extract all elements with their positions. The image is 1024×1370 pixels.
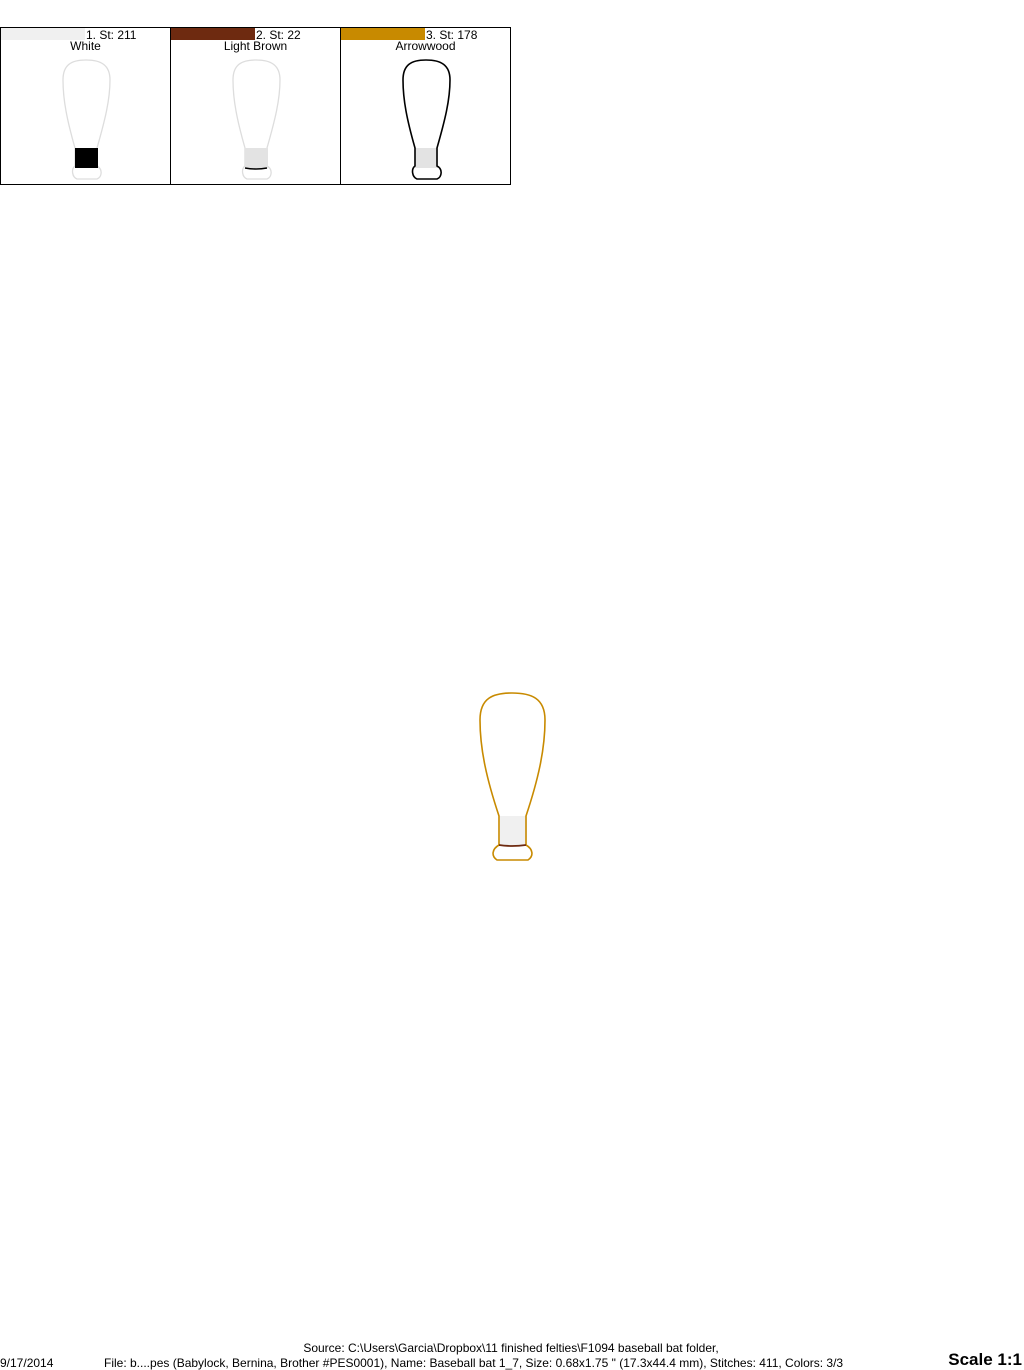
color-name: Light Brown: [223, 39, 288, 53]
thumbnail-arrowwood-step: [402, 59, 451, 180]
color-bar-white: [1, 28, 85, 40]
stitch-label: 3. St: 178: [426, 28, 478, 42]
color-swatch-strip: 1. St: 211 White 2. St: 22 Light Brown 3…: [0, 27, 511, 185]
swatch-arrowwood: 3. St: 178 Arrowwood: [340, 27, 511, 185]
color-name: White: [70, 39, 101, 53]
thumbnail-light-brown-step: [232, 59, 281, 180]
footer-scale: Scale 1:1: [948, 1350, 1022, 1369]
stitch-label: 2. St: 22: [256, 28, 301, 42]
baseball-bat-design: [479, 692, 546, 861]
color-bar-light-brown: [171, 28, 255, 40]
footer-source-path: Source: C:\Users\Garcia\Dropbox\11 finis…: [303, 1341, 719, 1355]
footer-file-info: File: b....pes (Babylock, Bernina, Broth…: [104, 1356, 844, 1370]
swatch-white: 1. St: 211 White: [0, 27, 170, 185]
thumbnail-white-step: [62, 59, 111, 180]
stitch-label: 1. St: 211: [86, 28, 137, 42]
color-name: Arrowwood: [395, 39, 456, 53]
swatch-light-brown: 2. St: 22 Light Brown: [170, 27, 340, 185]
color-bar-arrowwood: [341, 28, 425, 40]
footer-date: 9/17/2014: [0, 1356, 54, 1370]
